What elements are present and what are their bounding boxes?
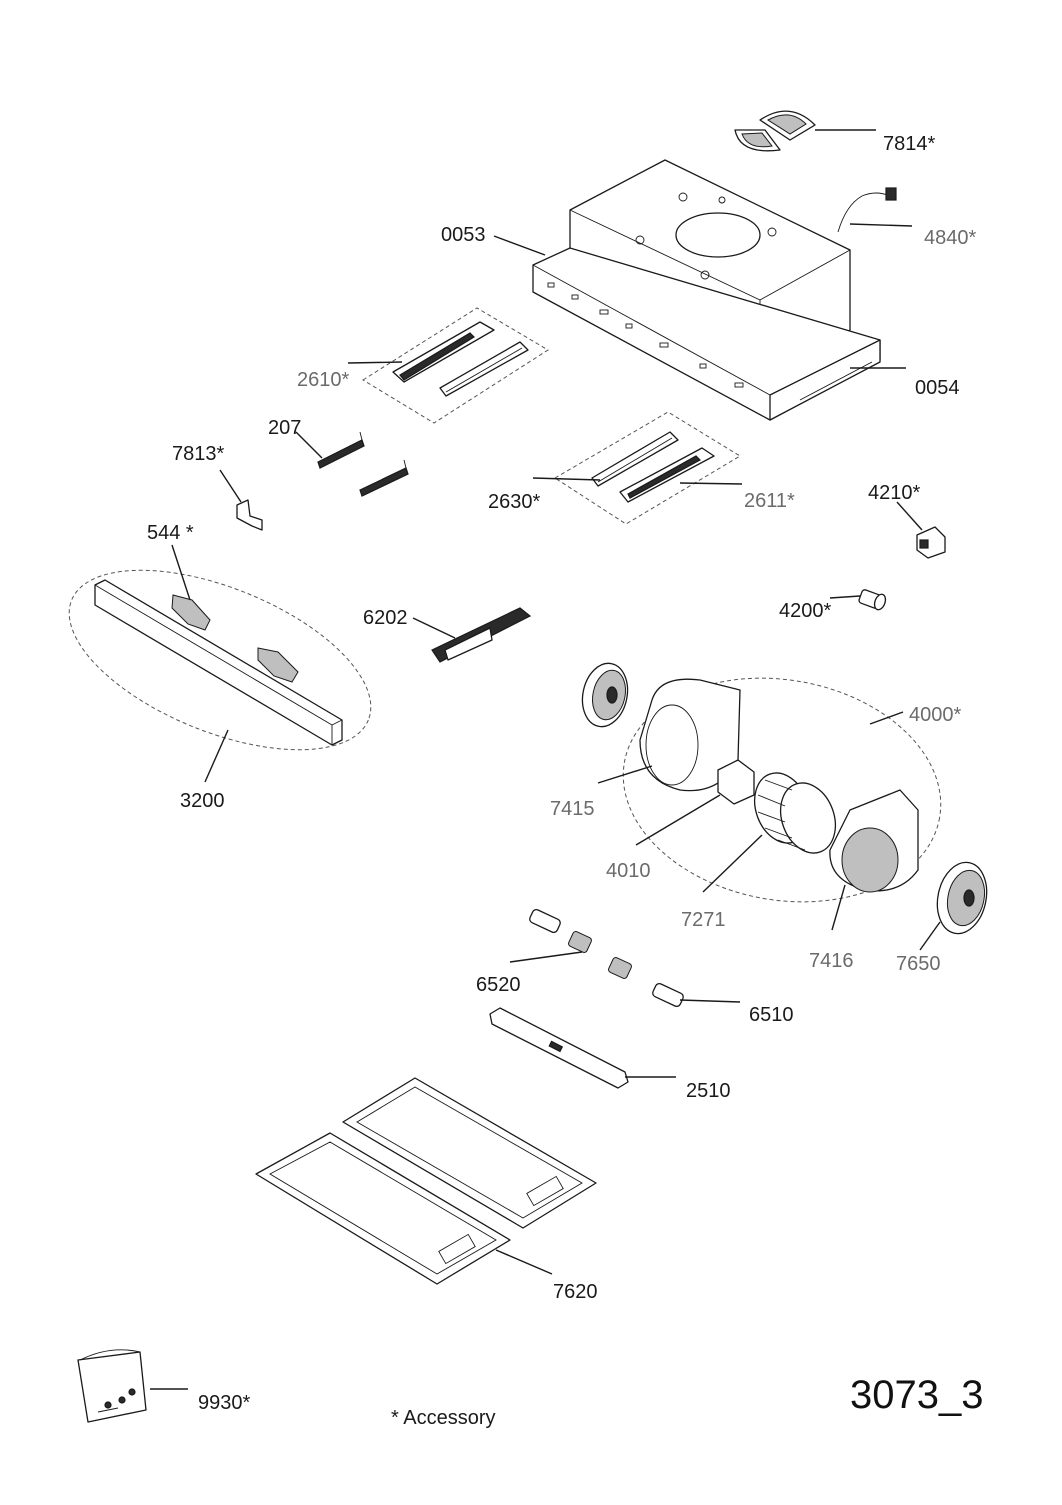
part-6202-bracket: [412, 607, 532, 663]
part-2611-rail: [619, 447, 743, 503]
part-4010-motor: [635, 759, 755, 846]
part-7650-grid-right: [919, 861, 988, 951]
part-7271-impeller: [702, 772, 837, 893]
part-2510-gasket: [489, 1007, 676, 1089]
label-6520: 6520: [476, 974, 521, 996]
label-4840: 4840*: [924, 227, 976, 249]
part-4840-cable: [837, 187, 913, 233]
label-9930: 9930*: [198, 1392, 250, 1414]
label-6510: 6510: [749, 1004, 794, 1026]
drawing-id: 3073_3: [850, 1373, 983, 1417]
part-7415-housing: [597, 678, 741, 792]
label-7415: 7415: [550, 798, 595, 820]
label-0054: 0054: [915, 377, 960, 399]
part-6510-lamp: [652, 982, 741, 1008]
part-9930-bag: [77, 1349, 188, 1423]
label-0053: 0053: [441, 224, 486, 246]
label-4210: 4210*: [868, 482, 920, 504]
part-544-clips: [171, 544, 299, 683]
label-7650: 7650: [896, 953, 941, 975]
part-207-brackets: [295, 431, 409, 497]
label-4000: 4000*: [909, 704, 961, 726]
part-2630-rails: [532, 411, 741, 525]
label-7416: 7416: [809, 950, 854, 972]
label-7813: 7813*: [172, 443, 224, 465]
part-7814-grilles: [734, 110, 876, 152]
part-7416-housing: [829, 789, 919, 931]
label-207: 207: [268, 417, 301, 439]
part-6520-lamp-holder: [509, 908, 632, 979]
part-7813-clip: [219, 469, 263, 531]
label-2611: 2611*: [744, 490, 795, 512]
label-7620: 7620: [553, 1281, 598, 1303]
part-3200-front-bar: [68, 569, 372, 783]
label-7271: 7271: [681, 909, 726, 931]
part-4000-motor-assembly: [622, 677, 942, 903]
accessory-footnote: * Accessory: [391, 1407, 495, 1429]
part-7650-grid-left: [581, 662, 629, 728]
label-2610: 2610*: [297, 369, 349, 391]
part-4200-lamp: [829, 589, 887, 611]
part-7620-filters: [255, 1077, 597, 1285]
part-4210-switch: [896, 501, 946, 559]
part-2610-rails: [347, 307, 549, 424]
label-2510: 2510: [686, 1080, 731, 1102]
label-7814: 7814*: [883, 133, 935, 155]
label-6202: 6202: [363, 607, 408, 629]
label-3200: 3200: [180, 790, 225, 812]
label-4200: 4200*: [779, 600, 831, 622]
label-2630: 2630*: [488, 491, 540, 513]
label-4010: 4010: [606, 860, 651, 882]
label-544: 544 *: [147, 522, 194, 544]
